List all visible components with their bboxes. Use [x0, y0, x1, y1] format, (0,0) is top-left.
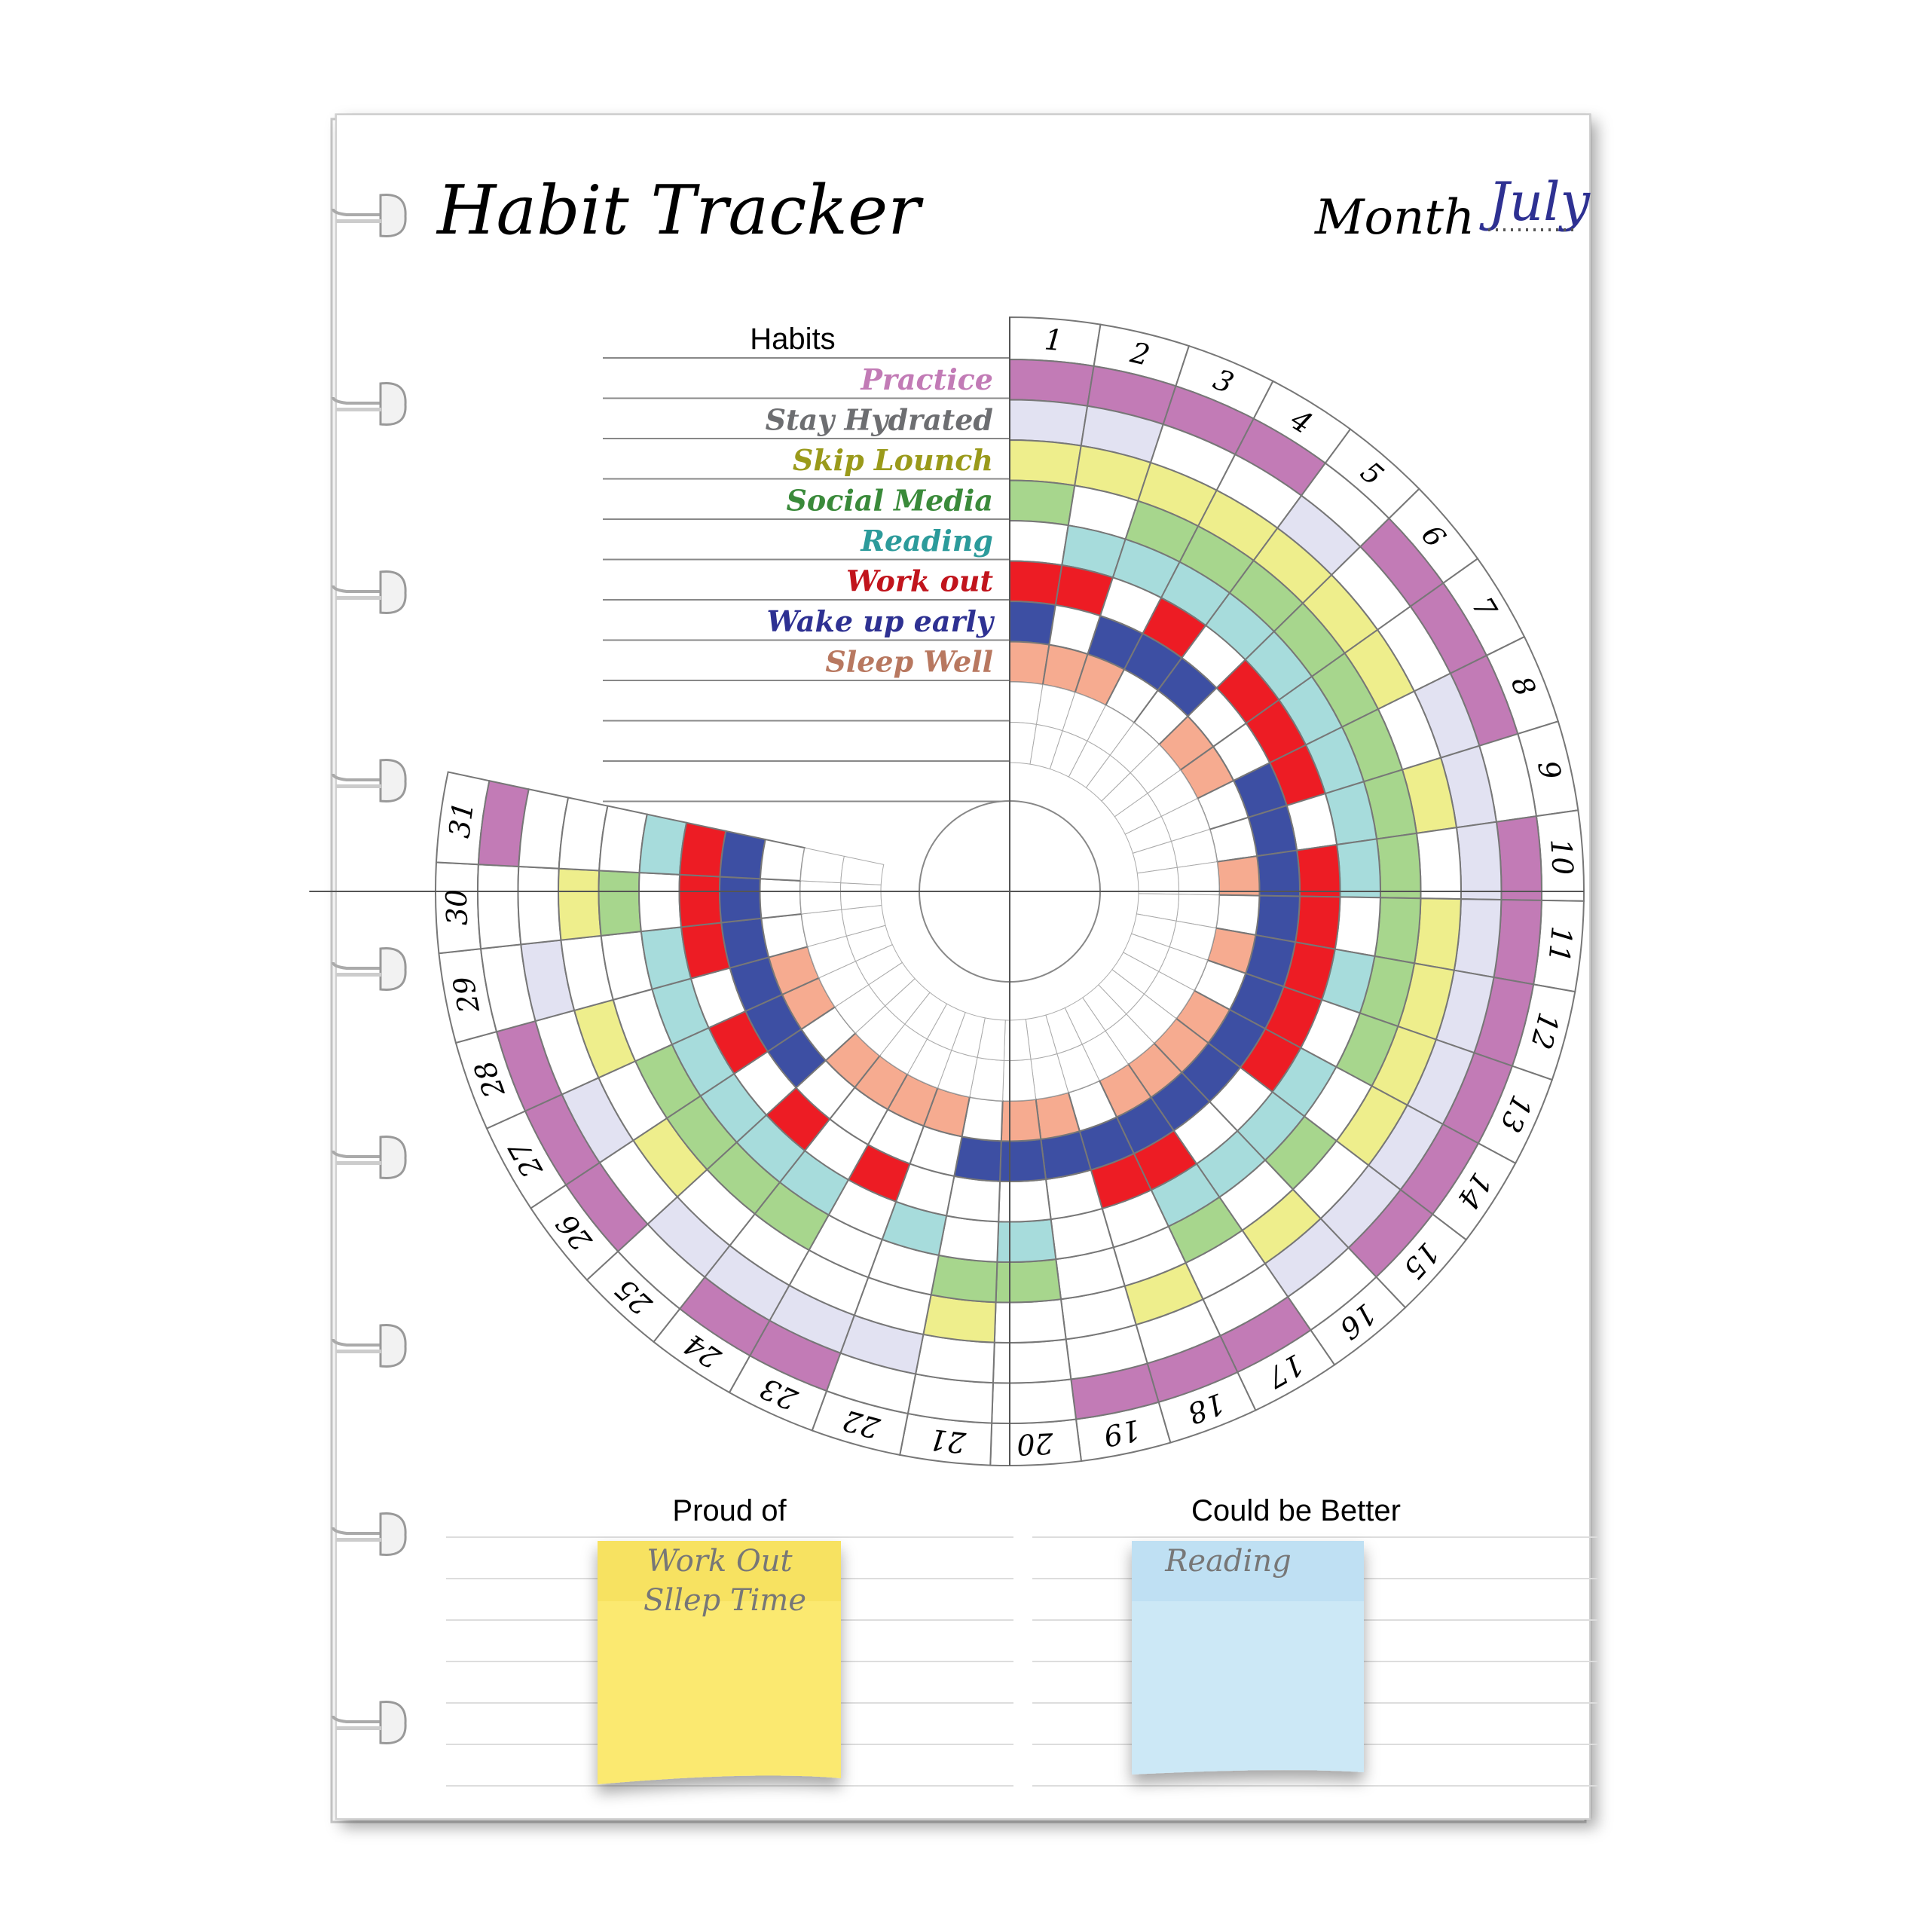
habit-cell-done[interactable]	[1009, 358, 1095, 407]
month-value[interactable]: July	[1479, 171, 1591, 233]
habit-cell-done[interactable]	[1000, 1098, 1042, 1142]
empty-cell[interactable]	[1176, 861, 1220, 896]
habit-cell-done[interactable]	[598, 870, 642, 937]
habit-name[interactable]: Sleep Well	[825, 645, 993, 679]
habit-cell[interactable]	[991, 1378, 1078, 1424]
habit-cell-done[interactable]	[1374, 897, 1422, 964]
binder-ring	[332, 1512, 407, 1556]
habit-cell[interactable]	[759, 838, 806, 882]
habit-wheel	[309, 316, 1585, 1466]
binder-ring	[332, 1701, 407, 1744]
month-label: Month	[1314, 190, 1475, 246]
day-label: 30	[440, 888, 474, 926]
binder-ring	[332, 759, 407, 802]
day-label: 20	[1016, 1426, 1054, 1461]
habit-cell-done[interactable]	[1295, 843, 1341, 898]
better-note-line-1: Reading	[1164, 1544, 1291, 1579]
habit-name[interactable]: Work out	[846, 564, 993, 598]
empty-cell[interactable]	[1003, 1019, 1032, 1061]
habit-cell[interactable]	[945, 1175, 1001, 1223]
habit-cell-done[interactable]	[930, 1254, 998, 1304]
proud-of-label: Proud of	[672, 1494, 787, 1527]
habit-cell-done[interactable]	[1009, 479, 1076, 527]
day-label: 29	[447, 974, 486, 1016]
habit-cell-done[interactable]	[719, 830, 766, 880]
day-label: 10	[1544, 838, 1579, 876]
empty-cell[interactable]	[799, 880, 842, 915]
day-label: 11	[1542, 925, 1578, 964]
habit-cell-done[interactable]	[1009, 399, 1089, 447]
habit-cell[interactable]	[1009, 519, 1069, 567]
binder-rings	[332, 194, 407, 1744]
habit-name[interactable]: Reading	[860, 524, 993, 558]
habit-cell-done[interactable]	[995, 1258, 1062, 1304]
habit-cell-done[interactable]	[719, 876, 763, 924]
binder-ring	[332, 947, 407, 991]
habit-name[interactable]: Wake up early	[767, 604, 995, 638]
habit-cell[interactable]	[993, 1298, 1067, 1344]
habit-cell-done[interactable]	[1216, 854, 1261, 897]
binder-ring	[332, 194, 407, 237]
habit-cell[interactable]	[477, 864, 522, 950]
page-title: Habit Tracker	[436, 171, 924, 250]
day-label: 31	[442, 799, 480, 840]
binder-ring	[332, 570, 407, 614]
day-label: 19	[1101, 1413, 1143, 1453]
proud-note-line-2: Sllep Time	[644, 1583, 806, 1618]
habit-cell-done[interactable]	[678, 873, 723, 928]
empty-cell[interactable]	[1002, 1059, 1037, 1102]
habit-cell[interactable]	[759, 878, 802, 919]
habit-cell-done[interactable]	[996, 1218, 1057, 1263]
habit-cell-done[interactable]	[1335, 838, 1381, 899]
habit-cell-done[interactable]	[638, 813, 688, 876]
binder-ring	[332, 1324, 407, 1368]
habit-cell-done[interactable]	[1255, 894, 1301, 943]
habit-name[interactable]: Skip Lounch	[793, 443, 993, 477]
habits-header: Habits	[750, 323, 835, 356]
habit-cell-done[interactable]	[1495, 815, 1542, 901]
habit-name[interactable]: Stay Hydrated	[766, 403, 993, 437]
habit-cell-done[interactable]	[558, 867, 602, 941]
habit-cell[interactable]	[517, 865, 562, 946]
habit-cell[interactable]	[1415, 827, 1462, 900]
could-be-better-label: Could be Better	[1191, 1494, 1401, 1527]
empty-cell[interactable]	[840, 855, 885, 885]
habit-name[interactable]: Social Media	[786, 484, 993, 518]
habit-cell[interactable]	[998, 1178, 1052, 1223]
habit-cell-done[interactable]	[1009, 439, 1082, 487]
proud-sticky-note[interactable]: Work Out Sllep Time	[598, 1541, 841, 1784]
habit-cell-done[interactable]	[1375, 832, 1422, 900]
binder-ring	[332, 1136, 407, 1179]
habit-cell[interactable]	[992, 1338, 1072, 1384]
habit-cell-done[interactable]	[1009, 560, 1063, 606]
habit-cell-done[interactable]	[1455, 821, 1503, 901]
habit-cell-done[interactable]	[679, 821, 727, 878]
habit-cell[interactable]	[638, 872, 683, 933]
empty-cell[interactable]	[840, 882, 882, 910]
habit-cell-done[interactable]	[1256, 849, 1301, 897]
habit-cell-done[interactable]	[1413, 897, 1462, 971]
day-label: 21	[928, 1423, 968, 1460]
binder-ring	[332, 382, 407, 426]
habit-cell-done[interactable]	[998, 1138, 1047, 1182]
proud-note-line-1: Work Out	[647, 1544, 793, 1579]
habit-name[interactable]: Practice	[860, 362, 993, 396]
day-label: 1	[1043, 323, 1064, 357]
habit-cell[interactable]	[937, 1215, 1000, 1263]
better-sticky-note[interactable]: Reading	[1132, 1541, 1364, 1775]
habit-cell[interactable]	[1334, 896, 1381, 958]
habit-cell-done[interactable]	[1009, 600, 1057, 646]
habit-cell-done[interactable]	[1294, 895, 1341, 950]
